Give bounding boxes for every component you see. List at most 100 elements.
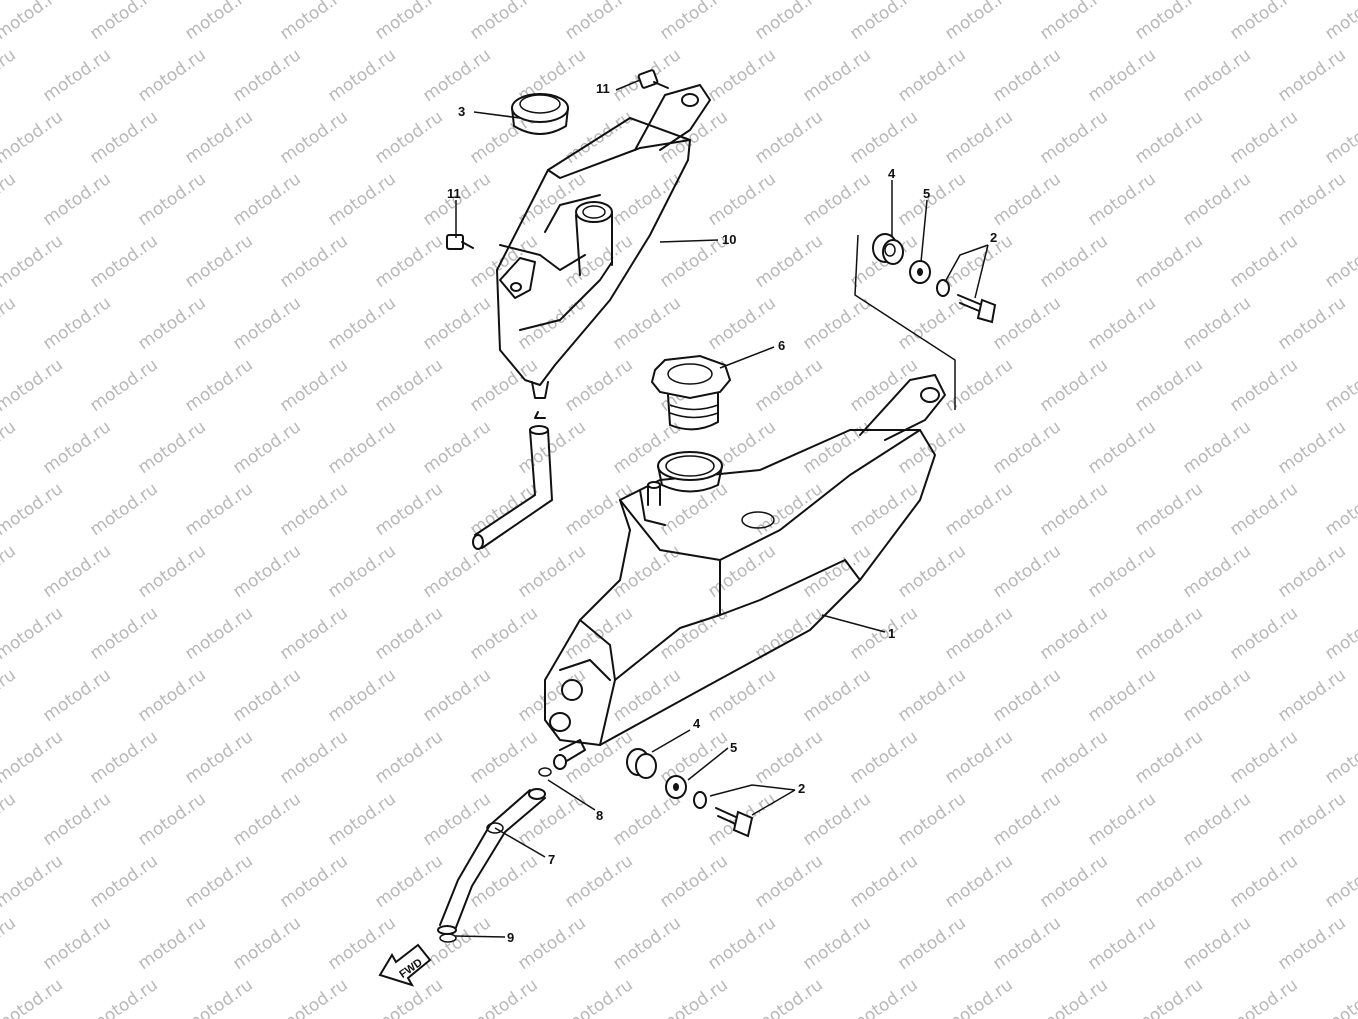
label-6: 6 — [778, 338, 785, 353]
watermark-text: motod.ru — [656, 851, 731, 912]
watermark-text: motod.ru — [419, 789, 494, 850]
reservoir-cap — [511, 93, 569, 135]
watermark-text: motod.ru — [371, 727, 446, 788]
watermark-text: motod.ru — [989, 417, 1064, 478]
watermark-text: motod.ru — [514, 417, 589, 478]
watermark-text: motod.ru — [1321, 603, 1358, 664]
watermark-text: motod.ru — [1036, 975, 1111, 1019]
reservoir-tank — [496, 84, 711, 399]
label-11-left: 11 — [447, 186, 461, 201]
watermark-text: motod.ru — [276, 107, 351, 168]
watermark-text: motod.ru — [1131, 107, 1206, 168]
watermark-text: motod.ru — [1036, 107, 1111, 168]
label-2-upper: 2 — [990, 230, 997, 245]
watermark-text: motod.ru — [751, 355, 826, 416]
watermark-text: motod.ru — [751, 231, 826, 292]
watermark-text: motod.ru — [1274, 293, 1349, 354]
watermark-text: motod.ru — [86, 975, 161, 1019]
bolt-11-top — [637, 69, 669, 89]
watermark-text: motod.ru — [276, 231, 351, 292]
watermark-text: motod.ru — [1226, 0, 1301, 44]
watermark-text: motod.ru — [1179, 45, 1254, 106]
watermark-text: motod.ru — [371, 851, 446, 912]
watermark-text: motod.ru — [181, 603, 256, 664]
watermark-text: motod.ru — [371, 355, 446, 416]
watermark-text: motod.ru — [846, 975, 921, 1019]
watermark-text: motod.ru — [86, 355, 161, 416]
watermark-text: motod.ru — [1036, 231, 1111, 292]
label-2-lower: 2 — [798, 781, 805, 796]
watermark-text: motod.ru — [419, 417, 494, 478]
label-9: 9 — [507, 930, 514, 945]
watermark-text: motod.ru — [799, 665, 874, 726]
watermark-text: motod.ru — [181, 231, 256, 292]
watermark-text: motod.ru — [704, 169, 779, 230]
watermark-text: motod.ru — [799, 293, 874, 354]
watermark-text: motod.ru — [846, 0, 921, 44]
watermark-text: motod.ru — [324, 665, 399, 726]
watermark-text: motod.ru — [1084, 913, 1159, 974]
watermark-text: motod.ru — [941, 107, 1016, 168]
watermark-text: motod.ru — [846, 727, 921, 788]
watermark-text: motod.ru — [39, 541, 114, 602]
watermark-text: motod.ru — [1084, 541, 1159, 602]
watermark-text: motod.ru — [1036, 851, 1111, 912]
watermark-text: motod.ru — [1084, 169, 1159, 230]
label-4-lower: 4 — [693, 716, 701, 731]
watermark-text: motod.ru — [894, 169, 969, 230]
watermark-text: motod.ru — [609, 913, 684, 974]
watermark-text: motod.ru — [0, 169, 20, 230]
watermark-text: motod.ru — [941, 479, 1016, 540]
watermark-text: motod.ru — [324, 417, 399, 478]
watermark-text: motod.ru — [1131, 231, 1206, 292]
watermark-text: motod.ru — [799, 45, 874, 106]
watermark-text: motod.ru — [466, 727, 541, 788]
watermark-text: motod.ru — [134, 789, 209, 850]
oil-hose-assembly — [437, 767, 552, 943]
watermark-text: motod.ru — [324, 541, 399, 602]
watermark-text: motod.ru — [181, 975, 256, 1019]
watermark-text: motod.ru — [1131, 975, 1206, 1019]
watermark-text: motod.ru — [86, 479, 161, 540]
watermark-text: motod.ru — [1179, 293, 1254, 354]
watermark-text: motod.ru — [134, 45, 209, 106]
watermark-text: motod.ru — [1274, 665, 1349, 726]
watermark-text: motod.ru — [846, 603, 921, 664]
oil-tank — [544, 374, 946, 770]
watermark-text: motod.ru — [276, 355, 351, 416]
watermark-text: motod.ru — [751, 727, 826, 788]
watermark-text: motod.ru — [751, 975, 826, 1019]
bolt-11-left — [446, 234, 474, 250]
watermark-text: motod.ru — [656, 727, 731, 788]
watermark-text: motod.ru — [0, 975, 67, 1019]
watermark-text: motod.ru — [704, 665, 779, 726]
watermark-text: motod.ru — [751, 479, 826, 540]
watermark-text: motod.ru — [799, 913, 874, 974]
watermark-text: motod.ru — [134, 665, 209, 726]
watermark-text: motod.ru — [1226, 975, 1301, 1019]
watermark-text: motod.ru — [181, 107, 256, 168]
watermark-text: motod.ru — [1084, 417, 1159, 478]
watermark-text: motod.ru — [0, 355, 67, 416]
watermark-text: motod.ru — [941, 0, 1016, 44]
watermark-text: motod.ru — [894, 541, 969, 602]
watermark-text: motod.ru — [799, 541, 874, 602]
watermark-text: motod.ru — [609, 665, 684, 726]
watermark-text: motod.ru — [1321, 727, 1358, 788]
watermark-text: motod.ru — [276, 851, 351, 912]
watermark-text: motod.ru — [276, 975, 351, 1019]
watermark-text: motod.ru — [894, 789, 969, 850]
watermark-text: motod.ru — [324, 789, 399, 850]
watermark-text: motod.ru — [1226, 851, 1301, 912]
watermark-text: motod.ru — [86, 727, 161, 788]
watermark-text: motod.ru — [1084, 45, 1159, 106]
watermark-text: motod.ru — [0, 851, 67, 912]
watermark-text: motod.ru — [324, 45, 399, 106]
watermark-text: motod.ru — [894, 417, 969, 478]
watermark-text: motod.ru — [514, 789, 589, 850]
watermark-text: motod.ru — [1321, 107, 1358, 168]
label-11-top: 11 — [596, 81, 610, 96]
watermark-text: motod.ru — [1036, 603, 1111, 664]
watermark-text: motod.ru — [466, 355, 541, 416]
label-10: 10 — [722, 232, 736, 247]
